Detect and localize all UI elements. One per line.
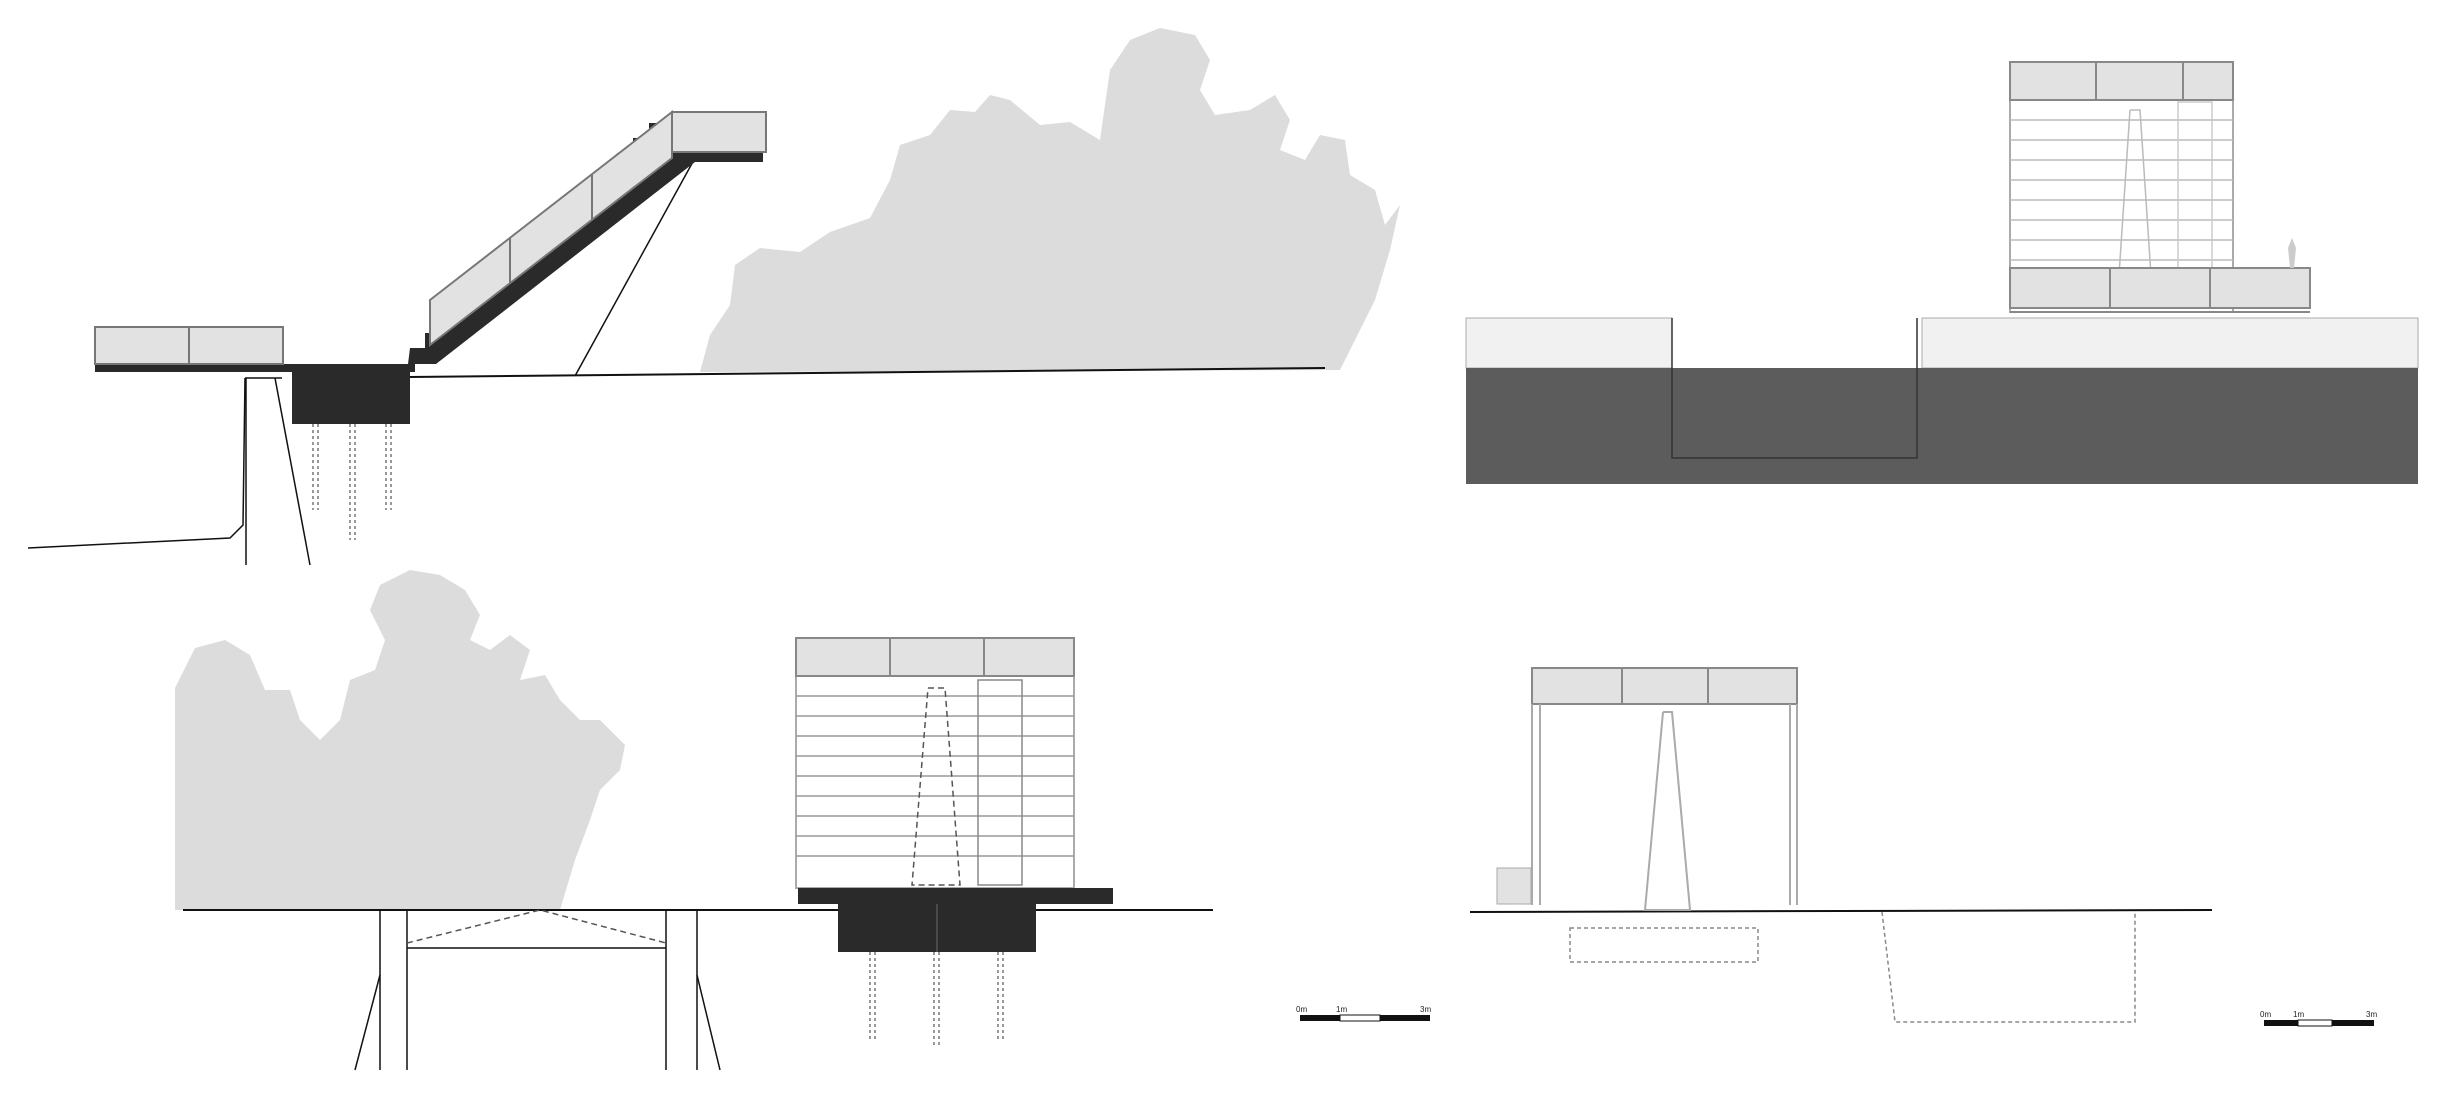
section-cut-mass (1466, 368, 2418, 484)
ground-line-frame (1469, 909, 2213, 913)
pile-foundation-lower (869, 952, 1004, 1048)
tower-base-slab-lower (798, 888, 1113, 904)
frame-top-balustrade (1531, 667, 1798, 705)
elevation-lower-right-view (1469, 667, 2213, 1023)
scale-bar-lower: 0m 1m 3m (2260, 1010, 2377, 1027)
scale-label-0: 0m (1296, 1005, 1307, 1014)
tower-base-balustrade (2009, 267, 2311, 309)
elevation-upper-view (1465, 61, 2419, 484)
tower-top-balustrade-lower (795, 637, 1075, 677)
foundation-block (292, 364, 410, 424)
bridge-piers (354, 909, 721, 1071)
terrace-slab (95, 364, 415, 372)
stair-section-view (27, 28, 1400, 566)
scale-label-1: 1m (1336, 1005, 1347, 1014)
excavation-outline (1671, 318, 1918, 459)
scale-label-3: 3m (1420, 1005, 1431, 1014)
stair-flight (408, 123, 763, 364)
support-strut (574, 157, 696, 377)
tower-top-balustrade (2009, 61, 2234, 101)
pile-foundation (312, 424, 392, 540)
tower-inner-stair-lower (911, 687, 961, 886)
ground-line (409, 367, 1326, 378)
glass-balustrade-stair (429, 109, 673, 348)
frame-bench (1496, 867, 1532, 905)
small-figure (2288, 238, 2296, 268)
scale-bar-upper: 0m 1m 3m (1296, 1005, 1431, 1022)
glass-balustrade-top (671, 111, 767, 153)
foliage-silhouette-right (700, 28, 1400, 372)
scale-label-3-lower: 3m (2366, 1010, 2377, 1019)
tower-cladding-lower (796, 695, 1074, 857)
gravel-strip-right (1921, 317, 2419, 369)
gravel-strip-left (1465, 317, 1673, 369)
scale-label-0-lower: 0m (2260, 1010, 2271, 1019)
tower-body-lower (795, 637, 1075, 889)
foliage-silhouette-left (175, 570, 625, 910)
quay-wall (27, 377, 311, 566)
elevation-lower-left-view (175, 570, 1213, 1071)
scale-label-1-lower: 1m (2293, 1010, 2304, 1019)
frame-foundations-hidden (1569, 911, 2136, 1023)
frame-structure (1531, 704, 1798, 911)
tower-stair-column-lower (977, 679, 1023, 886)
